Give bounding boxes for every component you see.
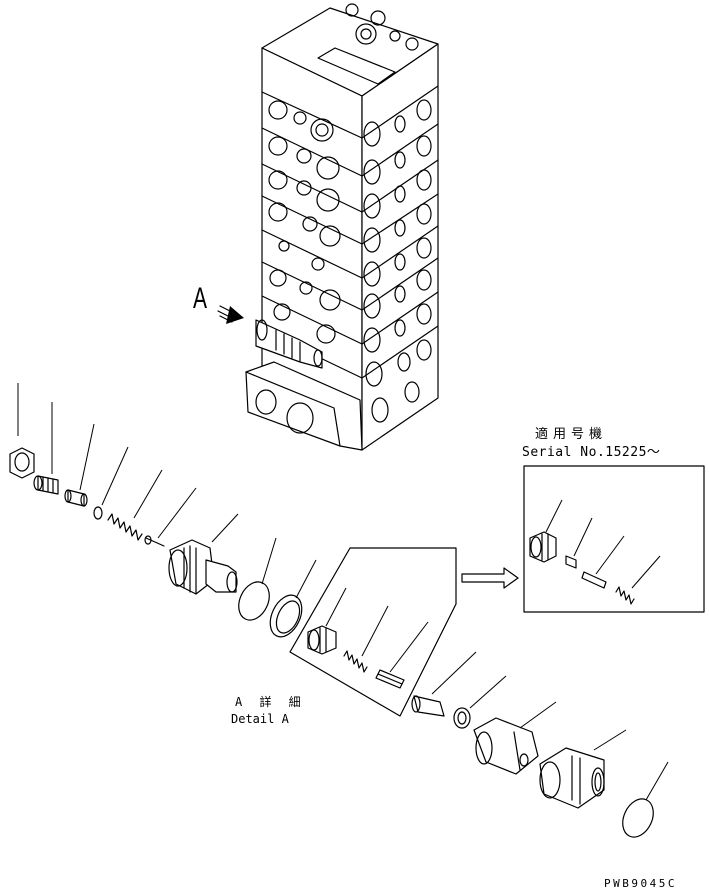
detail-title-en: Detail A [231,712,289,726]
detail-bracket [289,547,457,717]
part-cap-nut [9,383,35,479]
valve-left-ports [268,100,341,344]
valve-right-ports [363,99,432,423]
part-plug [64,423,95,507]
serial-number: Serial No.15225～ [522,445,661,460]
part-valve-body [168,513,239,595]
part-spring-2 [343,605,389,673]
part-threaded-sleeve [33,402,59,495]
valve-end-block [245,361,363,451]
serial-title-ja: 適用号機 [535,427,608,442]
view-arrow-a [217,305,244,324]
part-plug-cap [539,729,627,809]
serial-spring [615,555,661,605]
part-backup-ring [269,559,317,638]
part-bolt [375,621,429,689]
exploded-parts [9,383,669,838]
part-sleeve [411,651,477,717]
part-washer [453,675,507,729]
control-valve-block [245,3,439,451]
view-label-a: A [193,282,208,315]
serial-spring-seat [529,499,563,563]
replacement-arrow [461,567,519,589]
spool-detail-a [255,319,323,369]
serial-box [523,465,705,613]
serial-bolt [581,535,625,589]
part-spring-seat [307,587,347,655]
part-pin [144,487,197,547]
detail-title-ja: A 詳 細 [235,695,306,709]
part-spool-housing [473,701,557,775]
drawing-code: PWB9045C [604,877,677,890]
serial-sleeve [565,517,593,569]
part-end-oring [622,761,669,838]
part-spring [107,469,163,541]
part-small-oring [93,446,129,520]
part-large-oring [238,537,277,621]
